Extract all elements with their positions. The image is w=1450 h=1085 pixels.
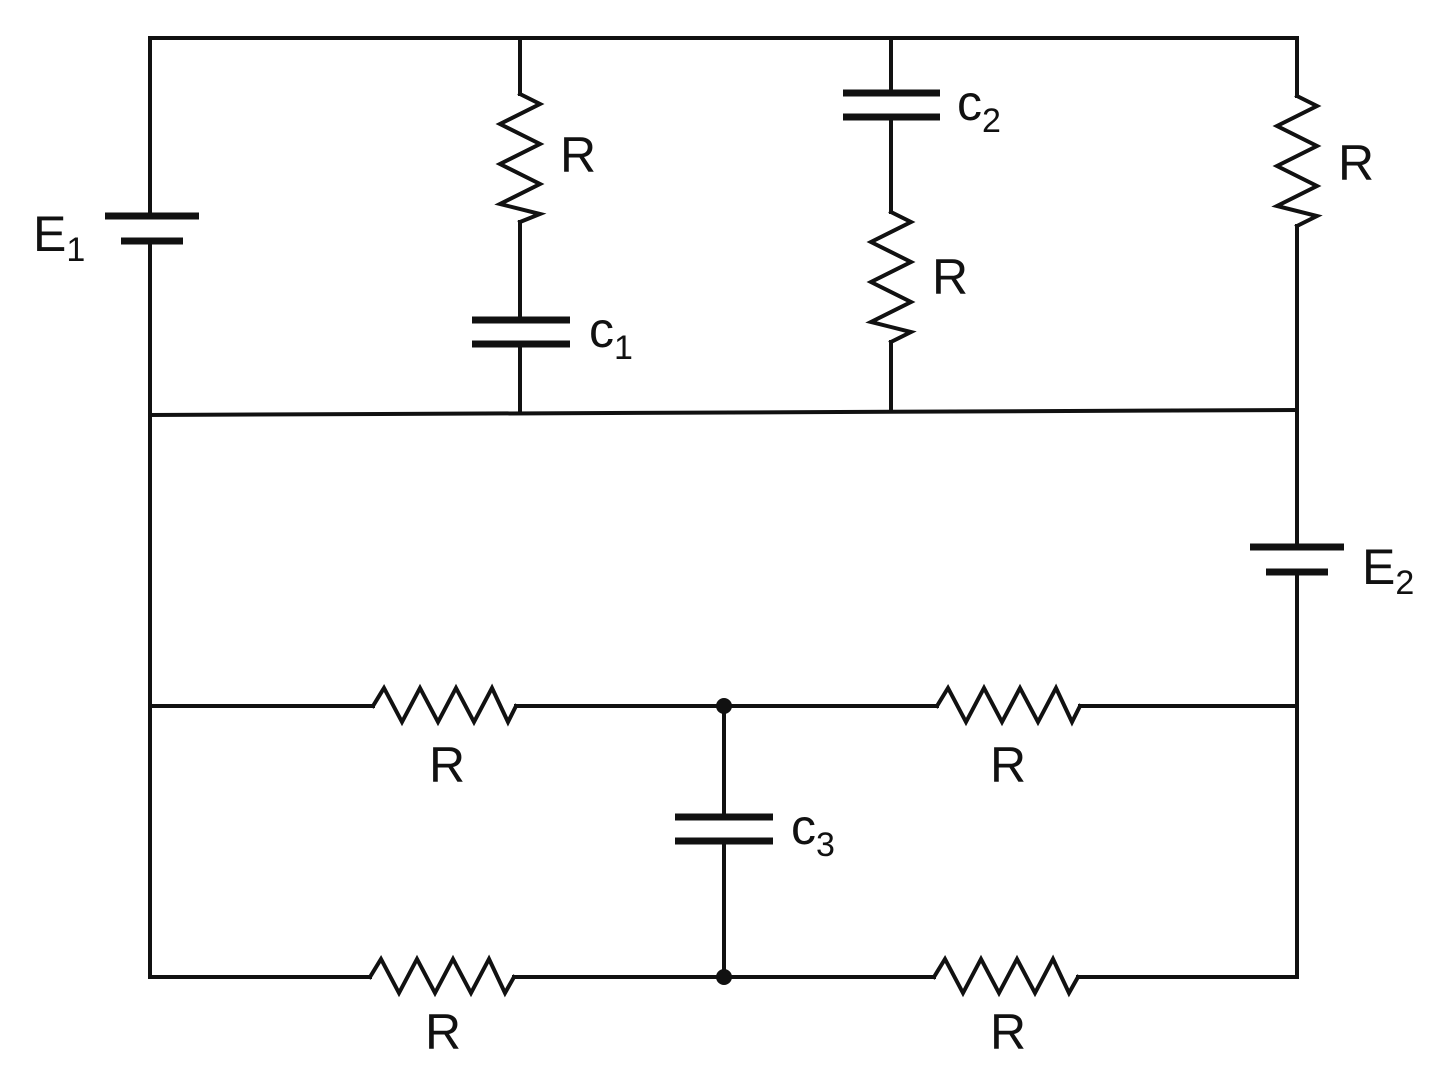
label-r-mid-right: R [990,737,1026,793]
label-c2-sub: 2 [982,102,1001,140]
label-c3: c3 [791,799,835,864]
resistor-top-right [1271,93,1323,229]
label-c3-sub: 3 [816,826,835,864]
label-c2-main: c [957,75,982,131]
battery-e2 [1250,543,1344,576]
label-e1: E1 [33,206,85,269]
label-e2: E2 [1362,539,1414,602]
capacitor-c3 [675,813,773,845]
wire-middle-rail [147,407,1300,418]
resistor-bottom-left [367,954,517,998]
label-e2-main: E [1362,539,1395,595]
label-r-bottom-right: R [990,1004,1026,1060]
junction-dot-bottom [716,969,732,985]
label-c1: c1 [589,302,633,367]
label-e1-main: E [33,206,66,262]
label-c2: c2 [957,75,1001,140]
label-c1-main: c [589,302,614,358]
resistor-bottom-right [931,954,1081,998]
label-e1-sub: 1 [66,231,85,269]
junction-dot-top [716,698,732,714]
label-c1-sub: 1 [614,329,633,367]
label-e2-sub: 2 [1395,564,1414,602]
resistor-mid-left [370,683,519,727]
label-r-top-left: R [560,127,596,183]
resistor-mid-right [934,683,1083,727]
label-r-top-mid: R [932,249,968,305]
label-r-bottom-left: R [425,1004,461,1060]
capacitor-c1 [472,316,570,348]
wires [147,36,1300,979]
battery-e1 [105,212,199,245]
label-r-top-right: R [1338,135,1374,191]
resistor-top-mid [865,209,917,345]
label-c3-main: c [791,799,816,855]
capacitor-c2 [843,89,940,121]
resistor-top-left [494,91,547,225]
label-r-mid-left: R [429,737,465,793]
